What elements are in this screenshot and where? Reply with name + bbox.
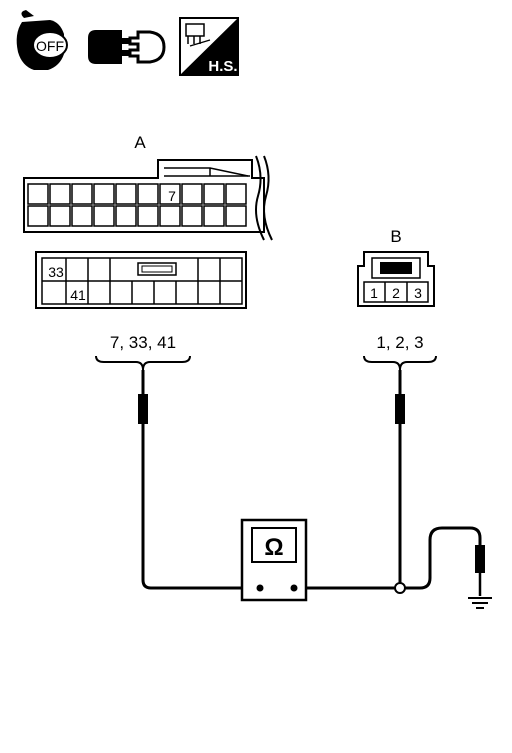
- connector-disconnect-icon: [88, 30, 166, 64]
- harness-side-badge: H.S.: [208, 58, 237, 75]
- connector-a-housing: [23, 150, 273, 241]
- connector-a-terminal-41: 41: [70, 287, 86, 303]
- probe-lead-b: [296, 370, 405, 590]
- connector-b-terminal-3: 3: [414, 285, 422, 301]
- ohm-symbol-icon: Ω: [264, 534, 283, 561]
- ohmmeter: [240, 518, 308, 602]
- ground-lead: [405, 526, 485, 596]
- ignition-off-icon: OFF: [16, 10, 68, 70]
- connector-a-terminal-7: 7: [168, 188, 176, 204]
- ground-icon: [468, 597, 492, 609]
- connector-a-face: [35, 251, 247, 309]
- connector-b-terminal-2: 2: [392, 285, 400, 301]
- connector-a-terminal-33: 33: [48, 264, 64, 280]
- harness-side-icon: H.S.: [179, 17, 239, 76]
- connector-b-label: B: [390, 227, 401, 246]
- ignition-off-text: OFF: [36, 38, 64, 54]
- probe-lead-a: [138, 370, 258, 590]
- connector-b-terminals-caption: 1, 2, 3: [376, 333, 423, 352]
- connector-a-brace: [95, 355, 191, 371]
- connector-b-terminal-1: 1: [370, 285, 378, 301]
- connector-b-face: [357, 251, 435, 307]
- connector-a-label: A: [134, 133, 146, 152]
- connector-a-terminals-caption: 7, 33, 41: [110, 333, 176, 352]
- junction-point: [394, 582, 406, 594]
- connector-b-brace: [363, 355, 437, 371]
